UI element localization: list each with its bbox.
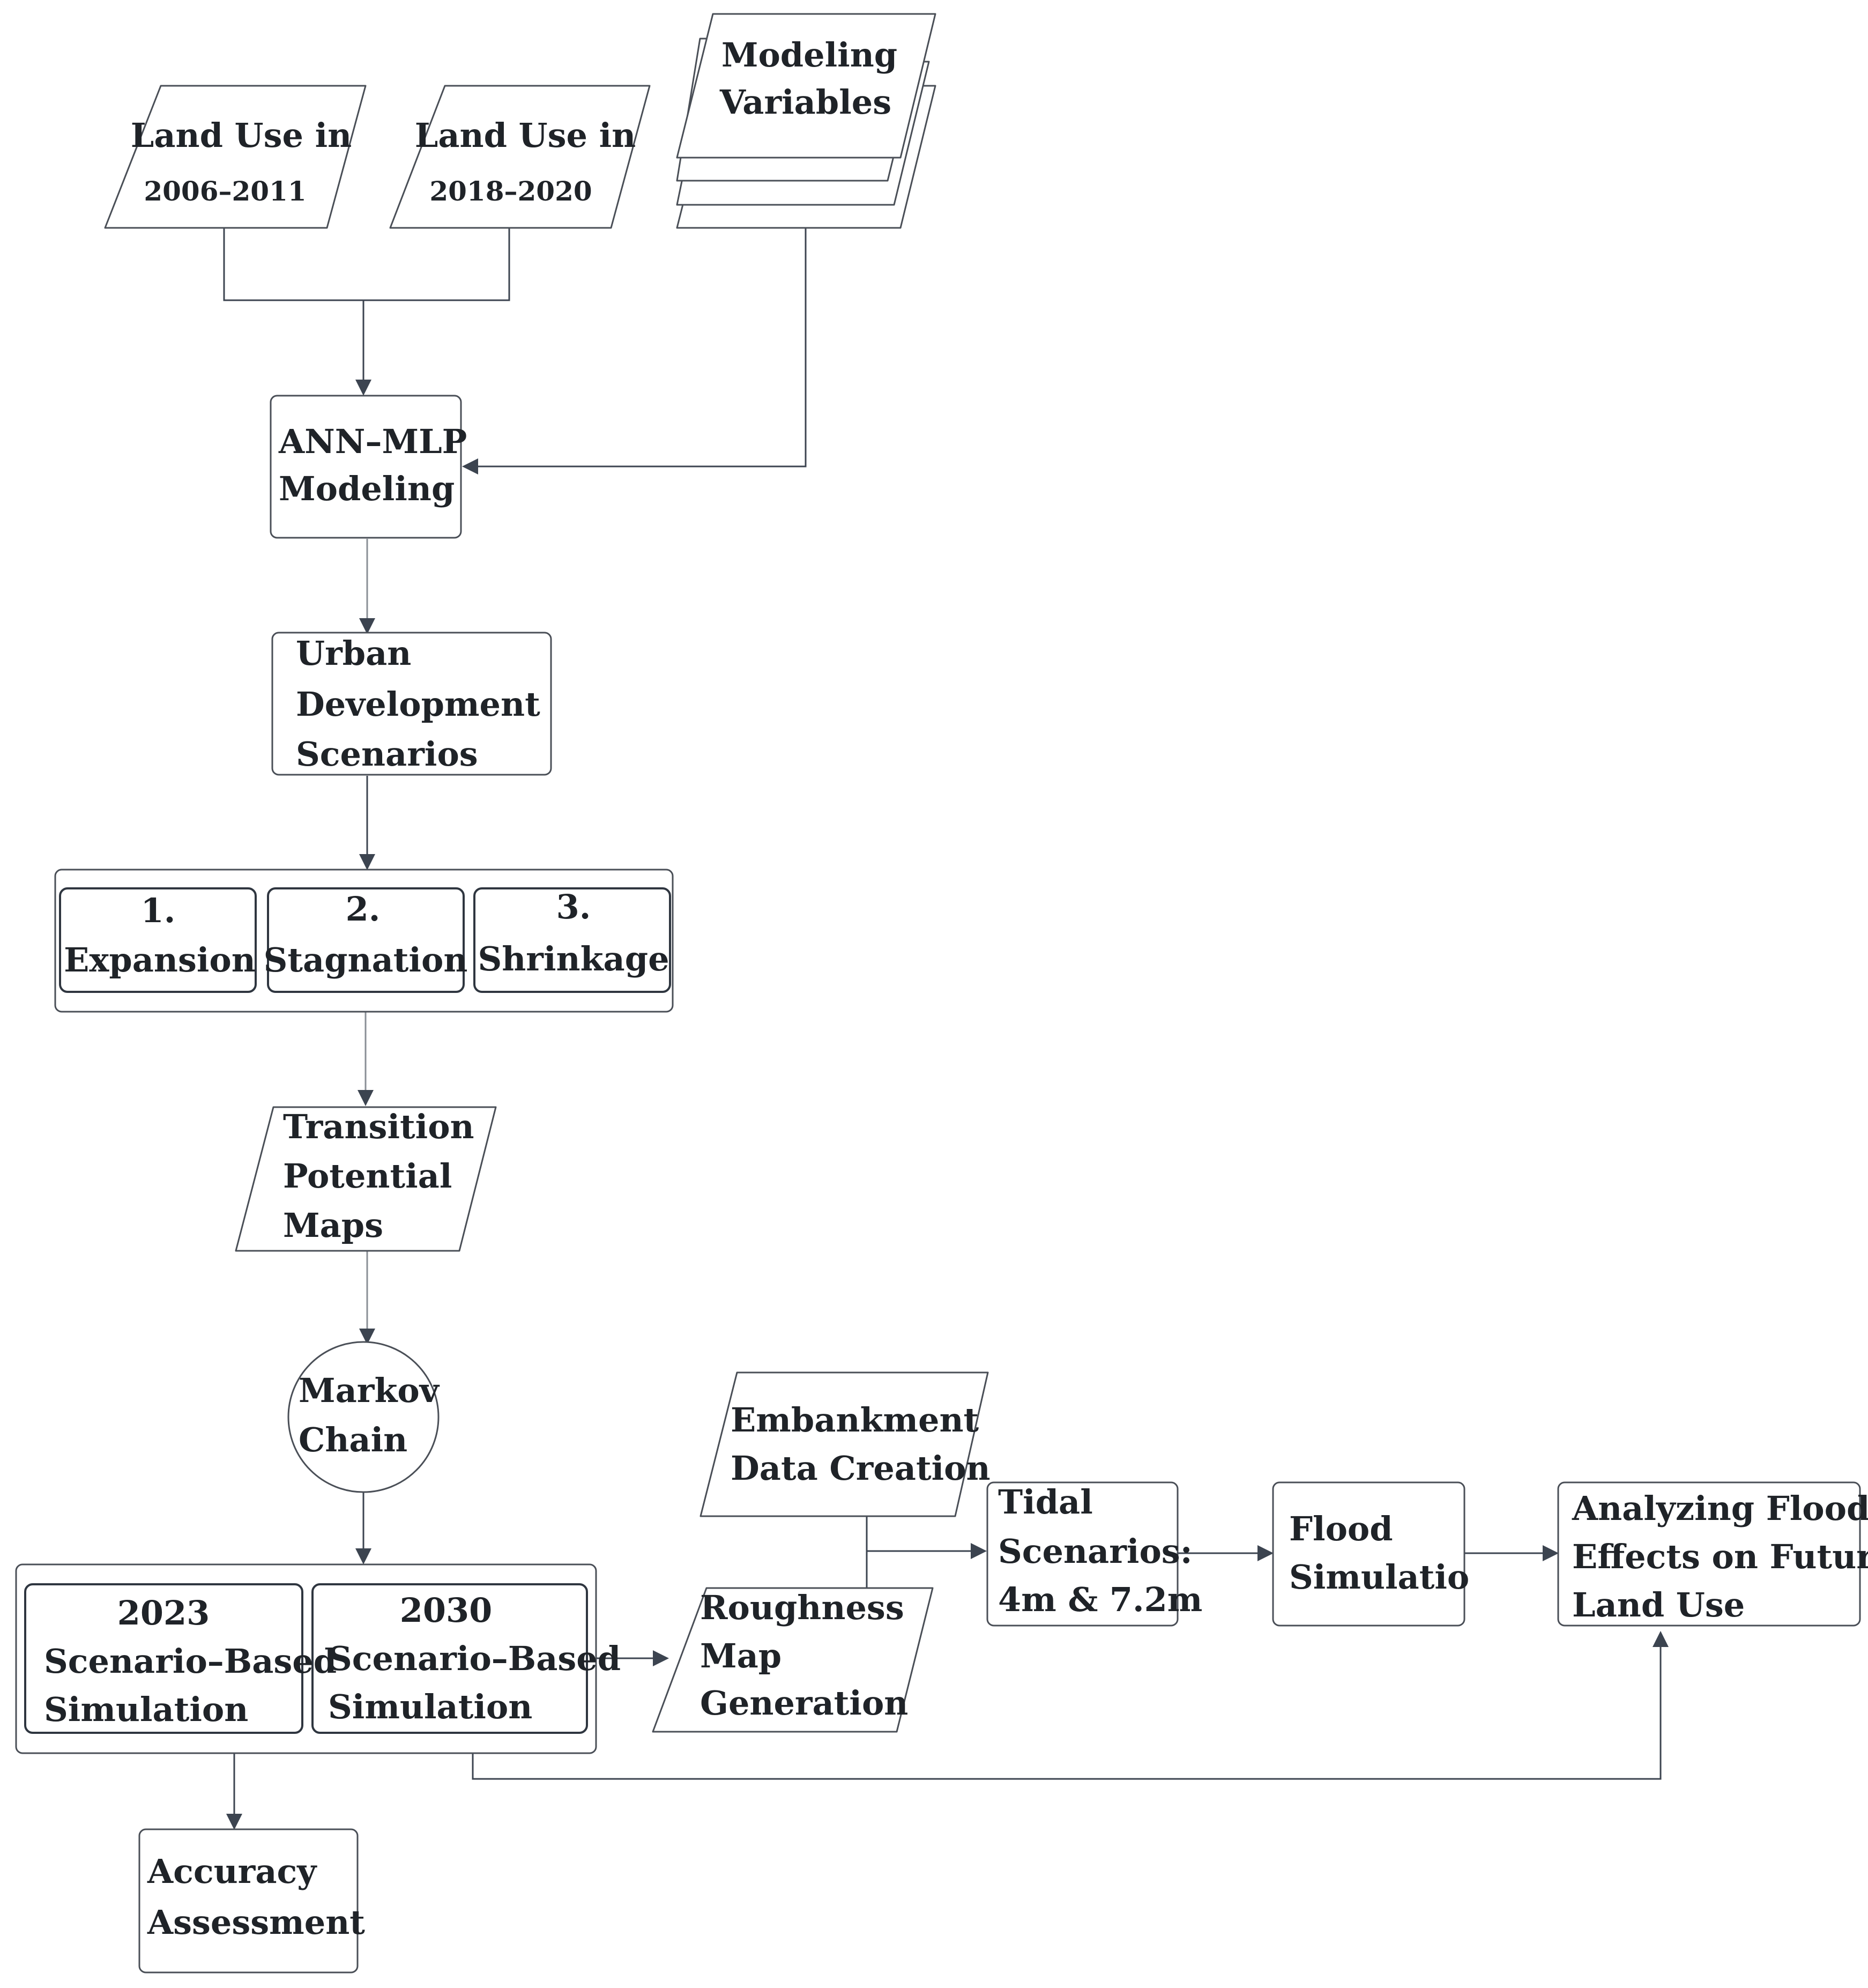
urban-dev-line2: Development xyxy=(296,685,540,724)
connector-variables-to-ann xyxy=(462,228,807,474)
markov-line2: Chain xyxy=(299,1420,407,1459)
scenario-2-number: 2. xyxy=(346,889,381,929)
node-markov-chain: Markov Chain xyxy=(287,1341,440,1493)
transition-line1: Transition xyxy=(283,1107,474,1146)
scenario-1-number: 1. xyxy=(141,891,176,930)
node-analyzing-flood-effects: Analyzing Flood Effects on Future Land U… xyxy=(1557,1481,1868,1627)
tidal-line2: Scenarios: xyxy=(998,1532,1193,1571)
sim-2030-line1: 2030 xyxy=(400,1591,493,1630)
scenario-1-label: Expansion xyxy=(64,940,256,980)
land-use-a-line1: Land Use in xyxy=(131,116,352,155)
urban-dev-line3: Scenarios xyxy=(296,735,478,774)
node-modeling-variables: Modeling Variables xyxy=(676,13,936,229)
ann-mlp-line1: ANN–MLP xyxy=(278,422,467,461)
node-ann-mlp-modeling: ANN–MLP Modeling xyxy=(270,395,467,539)
modeling-variables-line2: Variables xyxy=(719,83,891,122)
sim-2030-line3: Simulation xyxy=(328,1687,532,1726)
scenario-3-number: 3. xyxy=(556,887,591,926)
tidal-line3: 4m & 7.2m xyxy=(998,1580,1202,1619)
node-urban-development-scenarios: Urban Development Scenarios xyxy=(271,632,552,776)
connectors xyxy=(223,228,1669,1830)
node-roughness-map-generation: Roughness Map Generation xyxy=(652,1587,934,1733)
scenario-2-label: Stagnation xyxy=(264,940,468,980)
analyzing-line3: Land Use xyxy=(1572,1585,1745,1624)
markov-line1: Markov xyxy=(299,1371,440,1410)
analyzing-line1: Analyzing Flood xyxy=(1572,1489,1868,1528)
node-scenario-group: 1. Expansion 2. Stagnation 3. Shrinkage xyxy=(54,869,674,1013)
accuracy-line2: Assessment xyxy=(147,1903,365,1942)
transition-line3: Maps xyxy=(283,1206,383,1245)
tidal-line1: Tidal xyxy=(998,1482,1093,1522)
node-embankment-data-creation: Embankment Data Creation xyxy=(699,1371,991,1517)
urban-dev-line1: Urban xyxy=(296,634,411,673)
node-flood-simulation: Flood Simulatio xyxy=(1272,1481,1469,1627)
connector-landuse-a-down xyxy=(223,228,510,301)
roughness-line2: Map xyxy=(700,1636,782,1675)
node-land-use-2018-2020: Land Use in 2018–2020 xyxy=(389,85,651,229)
sim-2030-line2: Scenario–Based xyxy=(328,1639,621,1678)
node-accuracy-assessment: Accuracy Assessment xyxy=(138,1828,365,1974)
flood-line1: Flood xyxy=(1289,1509,1393,1548)
node-land-use-2006-2011: Land Use in 2006–2011 xyxy=(104,85,367,229)
land-use-b-line1: Land Use in xyxy=(415,116,636,155)
modeling-variables-line1: Modeling xyxy=(721,35,897,75)
embankment-line1: Embankment xyxy=(731,1400,979,1440)
land-use-b-line2: 2018–2020 xyxy=(429,175,592,207)
node-transition-potential-maps: Transition Potential Maps xyxy=(235,1106,497,1252)
roughness-line1: Roughness xyxy=(700,1588,904,1627)
sim-2023-line3: Simulation xyxy=(44,1690,248,1729)
flood-line2: Simulatio xyxy=(1289,1557,1469,1597)
sim-2023-line1: 2023 xyxy=(117,1593,210,1633)
roughness-line3: Generation xyxy=(700,1683,908,1723)
transition-line2: Potential xyxy=(283,1156,452,1196)
sim-2023-line2: Scenario–Based xyxy=(44,1642,337,1681)
ann-mlp-line2: Modeling xyxy=(279,469,455,508)
node-tidal-scenarios: Tidal Scenarios: 4m & 7.2m xyxy=(986,1481,1202,1627)
analyzing-line2: Effects on Future xyxy=(1572,1537,1868,1576)
connector-2030-to-analyzing xyxy=(472,1631,1669,1780)
accuracy-line1: Accuracy xyxy=(147,1852,317,1891)
land-use-a-line2: 2006–2011 xyxy=(144,175,306,207)
node-simulation-group: 2023 Scenario–Based Simulation 2030 Scen… xyxy=(15,1563,621,1754)
scenario-3-label: Shrinkage xyxy=(478,939,669,978)
embankment-line2: Data Creation xyxy=(731,1449,991,1488)
